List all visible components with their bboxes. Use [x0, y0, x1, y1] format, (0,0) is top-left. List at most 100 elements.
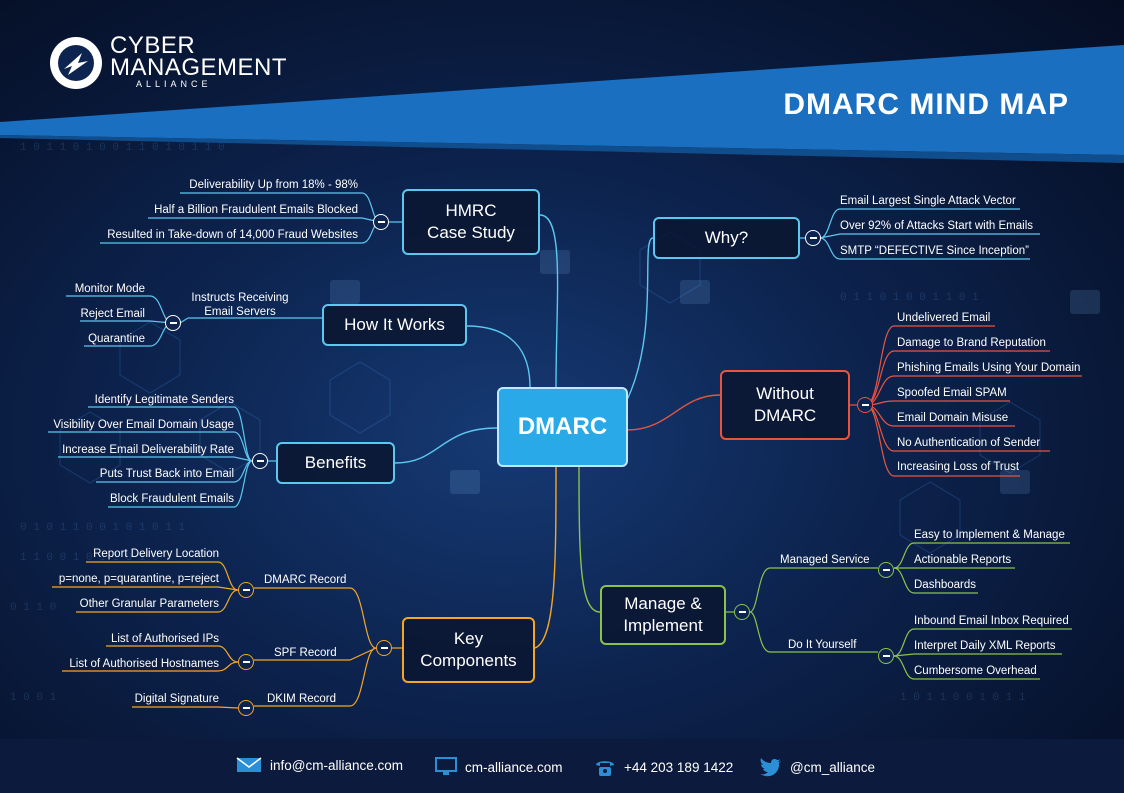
key-collapse-icon[interactable] — [376, 640, 392, 656]
how-title: How It Works — [344, 315, 445, 334]
brand-line3: ALLIANCE — [136, 79, 212, 89]
why-item: Email Largest Single Attack Vector — [840, 195, 1016, 207]
center-node[interactable]: DMARC — [497, 387, 628, 467]
footer-phone[interactable]: +44 203 189 1422 — [594, 757, 733, 777]
spf-record-item: List of Authorised IPs — [110, 633, 219, 645]
svg-text:0 1 1 0: 0 1 1 0 — [10, 602, 56, 614]
footer-email[interactable]: info@cm-alliance.com — [236, 757, 403, 773]
dkim-record-item: Digital Signature — [134, 693, 219, 705]
how-item: Reject Email — [80, 308, 145, 320]
hmrc-collapse-icon[interactable] — [373, 214, 389, 230]
managed-service-item: Dashboards — [914, 579, 977, 591]
svg-text:0 1 1 0 1 0 0 1 1 0 1: 0 1 1 0 1 0 0 1 1 0 1 — [840, 292, 979, 304]
svg-text:1 0 1 1 0 0 1 0 1 1: 1 0 1 1 0 0 1 0 1 1 — [900, 692, 1026, 704]
footer-website[interactable]: cm-alliance.com — [435, 757, 563, 777]
why-title: Why? — [704, 228, 749, 247]
dkim-record-label: DKIM Record — [267, 693, 337, 705]
hmrc-title-line1: HMRC — [445, 201, 497, 220]
benefits-item: Puts Trust Back into Email — [99, 468, 234, 480]
monitor-icon — [435, 757, 457, 775]
spf-record-label: SPF Record — [274, 647, 337, 659]
why-collapse-icon[interactable] — [805, 230, 821, 246]
diy-item: Interpret Daily XML Reports — [914, 640, 1056, 652]
why-item: SMTP “DEFECTIVE Since Inception” — [840, 245, 1029, 257]
without-item: Increasing Loss of Trust — [897, 461, 1020, 473]
managed-service-collapse-icon[interactable] — [878, 562, 894, 578]
dkim-record-collapse-icon[interactable] — [238, 700, 254, 716]
hmrc-node[interactable]: HMRC Case Study — [402, 189, 540, 255]
how-sub-line2: Email Servers — [204, 306, 276, 318]
twitter-bird-icon — [760, 758, 781, 777]
envelope-icon — [236, 757, 262, 772]
how-collapse-icon[interactable] — [165, 315, 181, 331]
benefits-collapse-icon[interactable] — [252, 453, 268, 469]
why-item: Over 92% of Attacks Start with Emails — [840, 220, 1034, 232]
how-it-works-node[interactable]: How It Works — [322, 304, 467, 346]
page-title: DMARC MIND MAP — [783, 88, 1069, 121]
svg-text:1 0 1 1 0 1 0 0 1 1 0 1 0 1 1: 1 0 1 1 0 1 0 0 1 1 0 1 0 1 1 0 — [20, 142, 225, 154]
without-item: No Authentication of Sender — [897, 437, 1041, 449]
without-title-line2: DMARC — [753, 406, 817, 425]
footer-twitter[interactable]: @cm_alliance — [758, 757, 875, 777]
dmarc-record-label: DMARC Record — [264, 574, 347, 586]
spf-record-collapse-icon[interactable] — [238, 654, 254, 670]
footer — [0, 739, 1124, 793]
without-item: Phishing Emails Using Your Domain — [897, 362, 1081, 374]
footer-web-text: cm-alliance.com — [465, 759, 563, 775]
dmarc-record-item: p=none, p=quarantine, p=reject — [58, 573, 219, 585]
footer-twitter-text: @cm_alliance — [790, 759, 875, 775]
svg-text:1 1 0 0 1 0 1 1 0 1 0: 1 1 0 0 1 0 1 1 0 1 0 — [20, 552, 159, 564]
without-item: Spoofed Email SPAM — [897, 387, 1007, 399]
phone-icon — [596, 761, 614, 776]
manage-collapse-icon[interactable] — [734, 604, 750, 620]
diy-item: Cumbersome Overhead — [914, 665, 1037, 677]
dmarc-record-item: Report Delivery Location — [93, 548, 219, 560]
svg-text:0 1 0 1 1 0 0 1 0 1 0 1 1: 0 1 0 1 1 0 0 1 0 1 0 1 1 — [20, 522, 185, 534]
hmrc-item: Half a Billion Fraudulent Emails Blocked — [154, 204, 358, 216]
without-item: Undelivered Email — [897, 312, 991, 324]
title-banner — [0, 45, 1124, 155]
how-sub-line1: Instructs Receiving — [191, 292, 289, 304]
diy-collapse-icon[interactable] — [878, 648, 894, 664]
without-title-line1: Without — [756, 384, 814, 403]
hmrc-item: Resulted in Take-down of 14,000 Fraud We… — [107, 229, 358, 241]
spf-record-item: List of Authorised Hostnames — [69, 658, 219, 670]
brand-line2: MANAGEMENT — [110, 54, 288, 81]
without-collapse-icon[interactable] — [857, 397, 873, 413]
diy-label: Do It Yourself — [788, 639, 857, 651]
benefits-item: Block Fraudulent Emails — [110, 493, 234, 505]
managed-service-item: Easy to Implement & Manage — [914, 529, 1065, 541]
key-title-line2: Components — [420, 651, 517, 670]
how-item: Monitor Mode — [74, 283, 145, 295]
hmrc-title-line2: Case Study — [427, 223, 515, 242]
svg-text:1 0 0 1: 1 0 0 1 — [10, 692, 57, 704]
dmarc-record-collapse-icon[interactable] — [238, 582, 254, 598]
hmrc-item: Deliverability Up from 18% - 98% — [189, 179, 358, 191]
why-node[interactable]: Why? — [653, 217, 800, 259]
benefits-item: Visibility Over Email Domain Usage — [53, 419, 234, 431]
benefits-item: Increase Email Deliverability Rate — [62, 444, 234, 456]
footer-phone-text: +44 203 189 1422 — [624, 759, 734, 775]
key-title-line1: Key — [453, 629, 484, 648]
without-item: Email Domain Misuse — [897, 412, 1009, 424]
dmarc-record-item: Other Granular Parameters — [79, 598, 219, 610]
benefits-item: Identify Legitimate Senders — [94, 394, 234, 406]
manage-title-line1: Manage & — [624, 594, 702, 613]
benefits-node[interactable]: Benefits — [276, 442, 395, 484]
benefits-title: Benefits — [304, 453, 367, 472]
manage-implement-node[interactable]: Manage & Implement — [600, 585, 726, 645]
without-item: Damage to Brand Reputation — [897, 337, 1046, 349]
managed-service-item: Actionable Reports — [914, 554, 1012, 566]
brand-line1: CYBER — [110, 32, 196, 59]
footer-email-text: info@cm-alliance.com — [270, 757, 403, 773]
logo-icon — [50, 37, 102, 89]
managed-service-label: Managed Service — [780, 554, 870, 566]
diy-item: Inbound Email Inbox Required — [914, 615, 1069, 627]
manage-title-line2: Implement — [623, 616, 703, 635]
how-item: Quarantine — [88, 333, 145, 345]
